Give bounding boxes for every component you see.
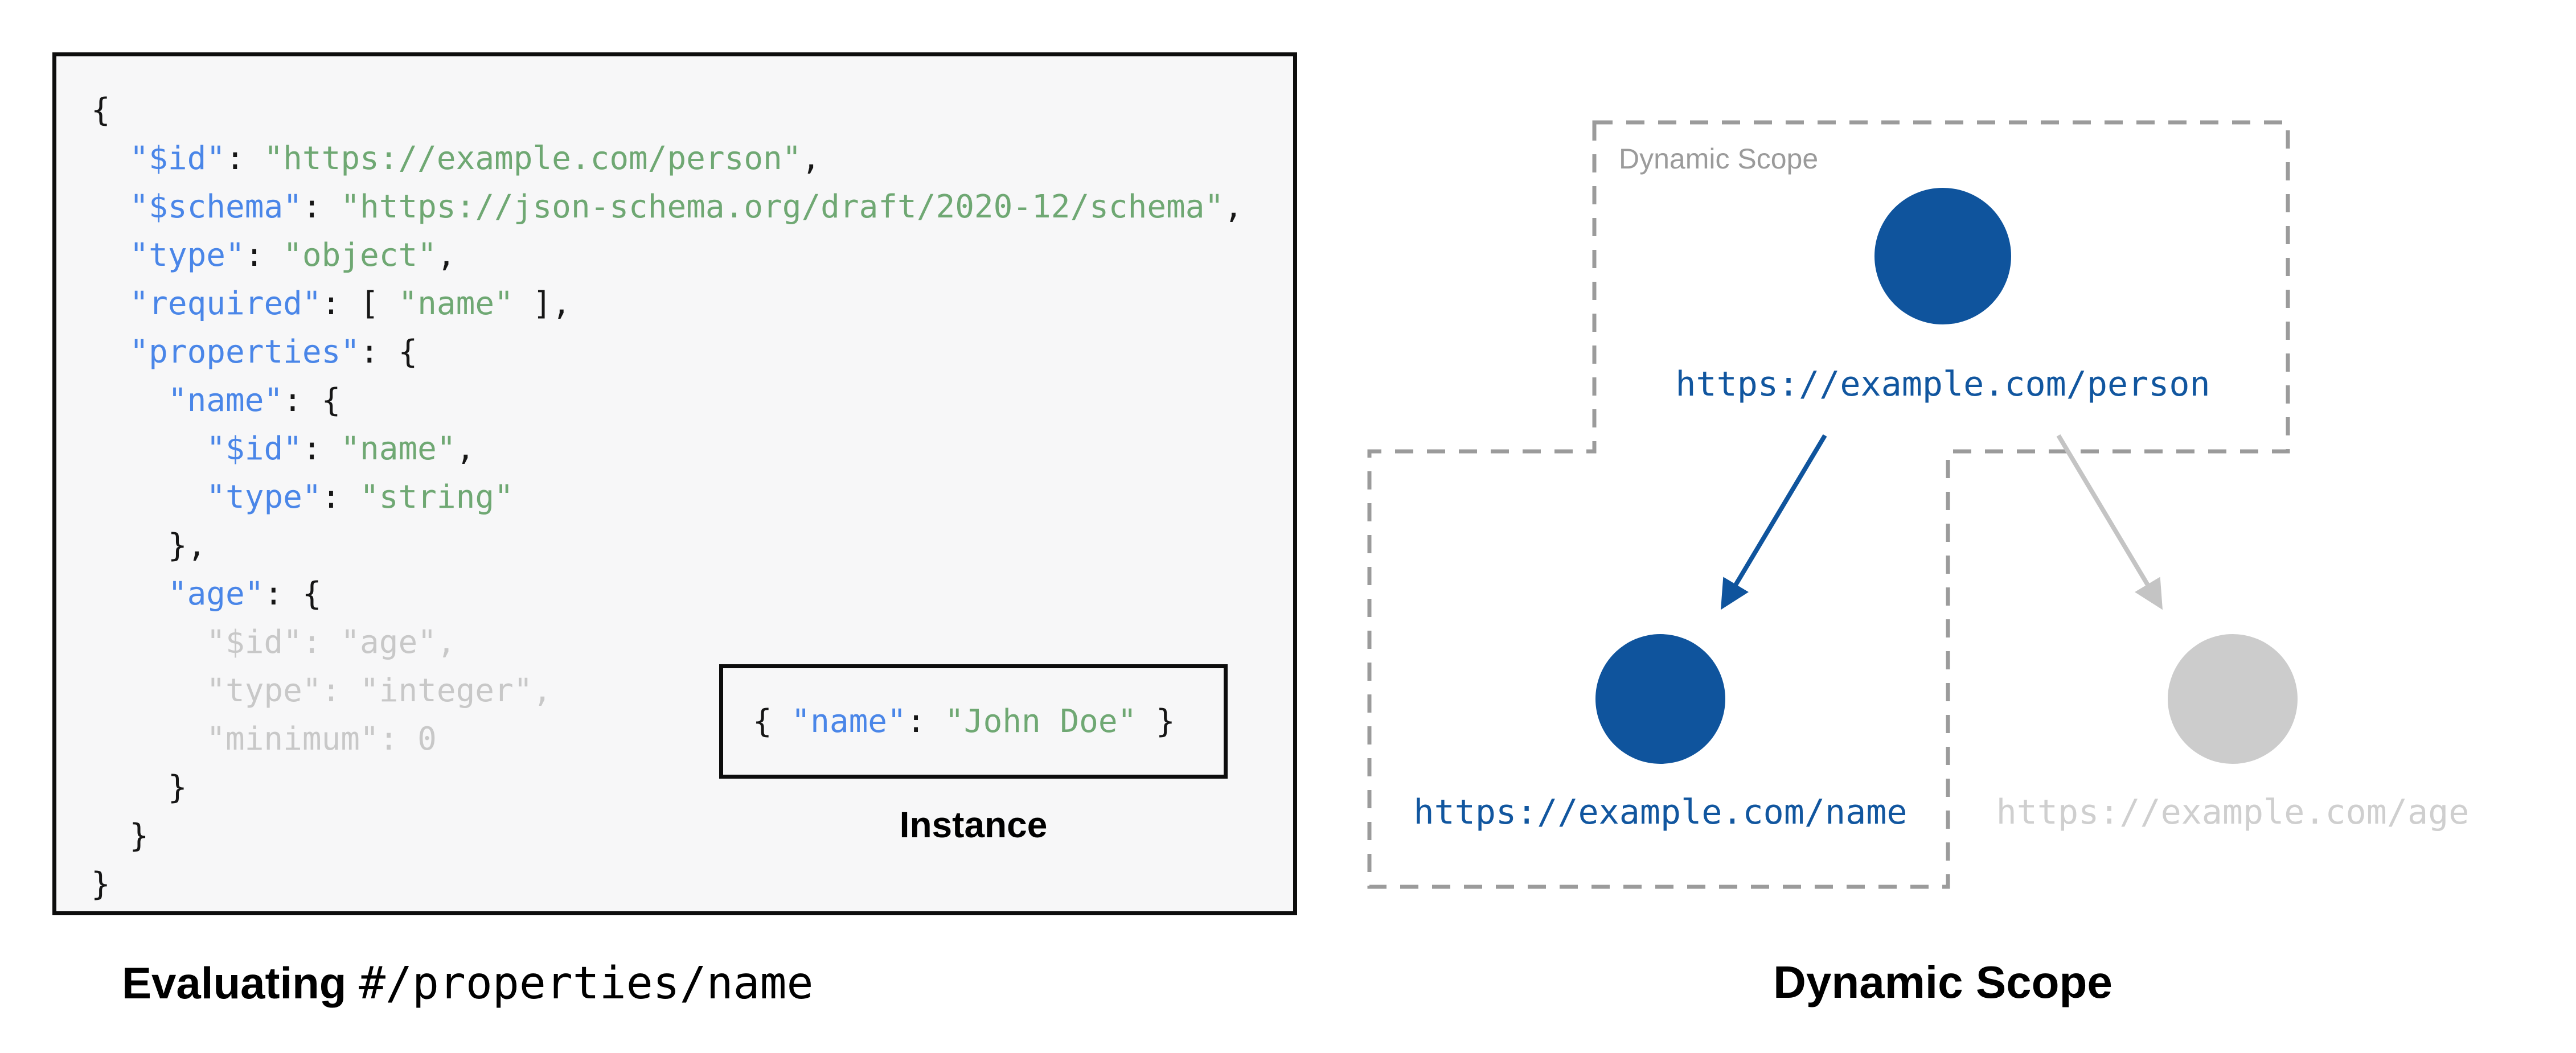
right-caption: Dynamic Scope bbox=[1773, 957, 2113, 1007]
left-caption-evaluating: Evaluating bbox=[122, 958, 359, 1008]
left-caption-json-pointer: #/properties/name bbox=[359, 958, 814, 1009]
node-name bbox=[1595, 634, 1725, 764]
instance-code: { "name": "John Doe" } bbox=[753, 703, 1175, 740]
dynamic-scope-diagram bbox=[1367, 120, 2298, 889]
instance-box: { "name": "John Doe" } bbox=[719, 664, 1228, 779]
dynamic-scope-outline bbox=[1367, 120, 2290, 889]
url-age: https://example.com/age bbox=[1996, 792, 2470, 832]
left-caption: Evaluating #/properties/name bbox=[122, 957, 813, 1009]
edge-person-to-age-arrow bbox=[2056, 434, 2163, 610]
scope-region-label: Dynamic Scope bbox=[1619, 143, 1819, 175]
url-person: https://example.com/person bbox=[1675, 364, 2210, 404]
instance-label: Instance bbox=[899, 804, 1048, 845]
node-age bbox=[2168, 634, 2298, 764]
schema-code: { "$id": "https://example.com/person", "… bbox=[91, 92, 1243, 903]
edge-person-to-name-arrow bbox=[1721, 434, 1827, 610]
node-person bbox=[1874, 188, 2011, 324]
url-name: https://example.com/name bbox=[1413, 792, 1908, 832]
schema-code-box: { "$id": "https://example.com/person", "… bbox=[52, 52, 1297, 915]
